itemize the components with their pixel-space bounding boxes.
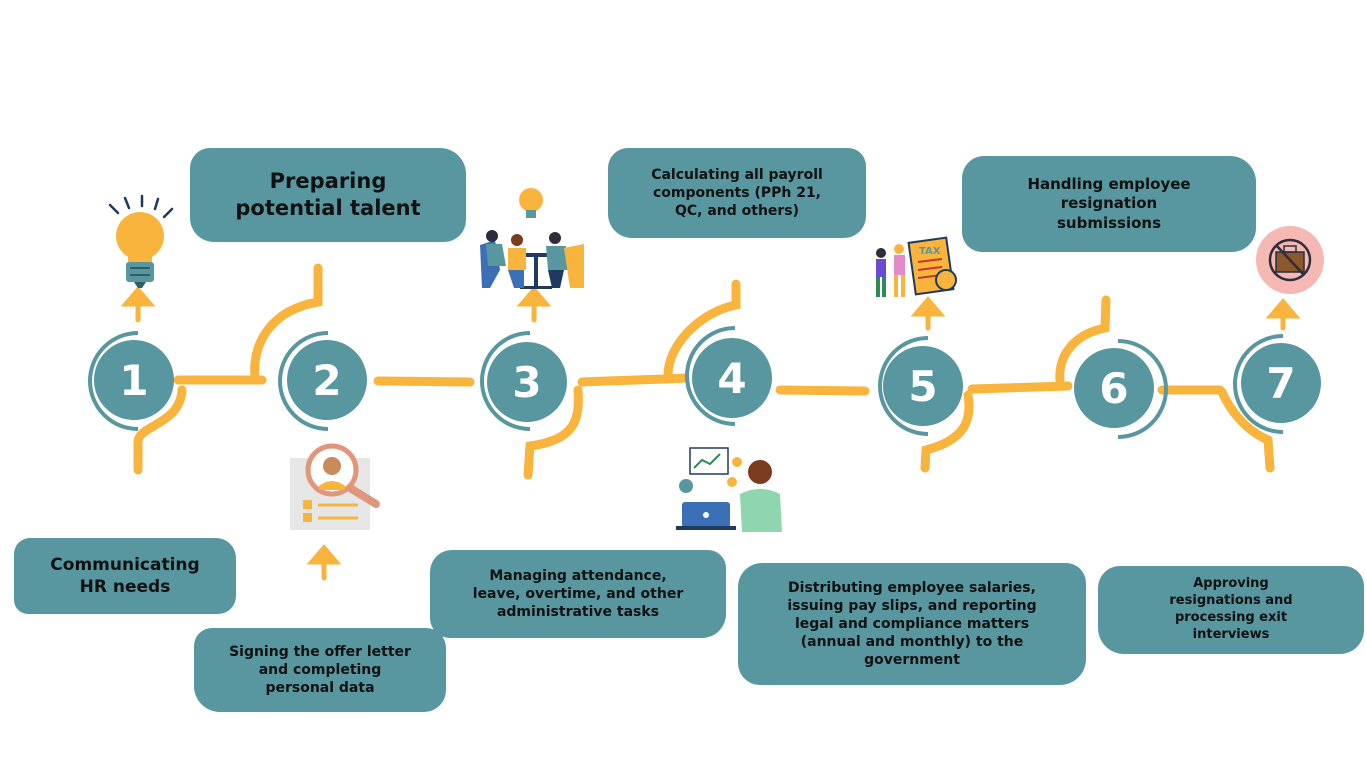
step-number-2: 2 [312,355,342,405]
arrow-up-1 [120,286,156,323]
circle-6 [1074,348,1154,428]
ring-1 [88,331,139,431]
label-line: issuing pay slips, and reporting [787,597,1037,614]
ring-6 [1117,339,1168,439]
step-number-4: 4 [717,353,747,403]
tax-document-icon: TAX [876,236,957,297]
label-line: Preparing [269,168,387,193]
connector-5-6 [967,381,1073,394]
arc-2-up [250,263,323,381]
label-line: potential talent [235,196,421,220]
branch-arcs [133,263,1275,480]
magnifier-profile-icon [290,443,380,530]
step-circles [94,338,1321,428]
step-box-text: Handling employee resignation submission… [1027,175,1190,234]
arrow-up-3 [516,286,552,323]
tax-label: TAX [919,246,941,257]
label-line: interviews [1192,626,1270,642]
arc-1-down [133,385,187,475]
arrow-up-5 [910,296,946,331]
label-line: HR needs [79,577,171,597]
step-number-6: 6 [1099,363,1129,413]
label-line: Signing the offer letter [229,643,411,660]
analyst-laptop-icon [676,447,782,532]
arc-5-down [920,390,974,473]
label-line: (annual and monthly) to the [800,634,1024,651]
arc-4-up [663,279,741,380]
step-box-text: Calculating all payroll components (PPh … [651,166,823,221]
ring-5 [878,336,929,436]
label-line: and completing [258,661,382,678]
circle-1 [94,340,174,420]
step-box-approving-resignations: Approving resignations and processing ex… [1098,566,1364,654]
arc-3-down [523,385,583,480]
step-box-communicating-hr-needs: Communicating HR needs [14,538,236,614]
label-line: leave, overtime, and other [472,585,684,602]
label-line: personal data [265,680,375,697]
label-line: resignation [1060,194,1158,213]
label-line: Calculating all payroll [651,166,823,183]
circle-2 [287,340,367,420]
label-line: Communicating [50,554,200,575]
label-line: processing exit [1174,610,1288,625]
ring-4 [685,326,736,426]
label-line: Distributing employee salaries, [788,579,1036,596]
label-line: QC, and others) [674,203,800,220]
step-box-text: Communicating HR needs [50,554,199,598]
circle-rings [88,326,1284,439]
step-number-3: 3 [512,357,542,407]
label-line: resignations and [1169,593,1293,609]
label-line: Approving [1193,576,1269,592]
up-arrows [120,286,1301,581]
step-number-5: 5 [908,361,938,411]
label-line: government [864,652,960,669]
step-box-handling-resignation: Handling employee resignation submission… [962,156,1256,252]
circle-5 [883,346,963,426]
label-line: submissions [1056,213,1162,232]
ring-7 [1233,334,1284,434]
step-box-preparing-potential-talent: Preparing potential talent [190,148,466,242]
label-line: components (PPh 21, [652,184,822,201]
ring-2 [278,331,329,431]
step-box-text: Preparing potential talent [235,168,420,223]
connector-4-5 [775,385,870,396]
connector-3-4 [577,373,690,387]
label-line: Handling employee [1027,174,1191,193]
lightbulb-icon [108,194,174,288]
arrow-up-7 [1265,298,1301,331]
circle-4 [692,338,772,418]
circle-7 [1241,343,1321,423]
step-box-distributing-salaries: Distributing employee salaries, issuing … [738,563,1086,685]
circle-3 [487,342,567,422]
arrow-up-2b [306,544,342,581]
connector-2-3 [373,376,475,387]
step-number-7: 7 [1266,358,1296,408]
arc-7-down [1217,387,1275,473]
step-box-calculating-payroll: Calculating all payroll components (PPh … [608,148,866,238]
label-line: Managing attendance, [489,567,667,584]
no-briefcase-icon [1256,226,1324,294]
meeting-team-icon [480,188,584,289]
step-number-1: 1 [119,355,149,405]
step-box-text: Managing attendance, leave, overtime, an… [473,567,683,622]
step-box-text: Signing the offer letter and completing … [229,643,411,698]
arc-6-up [1055,295,1111,385]
step-box-managing-attendance: Managing attendance, leave, overtime, an… [430,550,726,638]
step-box-text: Approving resignations and processing ex… [1169,576,1292,644]
step-box-text: Distributing employee salaries, issuing … [787,579,1036,670]
label-line: administrative tasks [496,604,660,621]
ring-3 [480,331,531,431]
step-box-signing-offer-letter: Signing the offer letter and completing … [194,628,446,712]
label-line: legal and compliance matters [794,615,1030,632]
